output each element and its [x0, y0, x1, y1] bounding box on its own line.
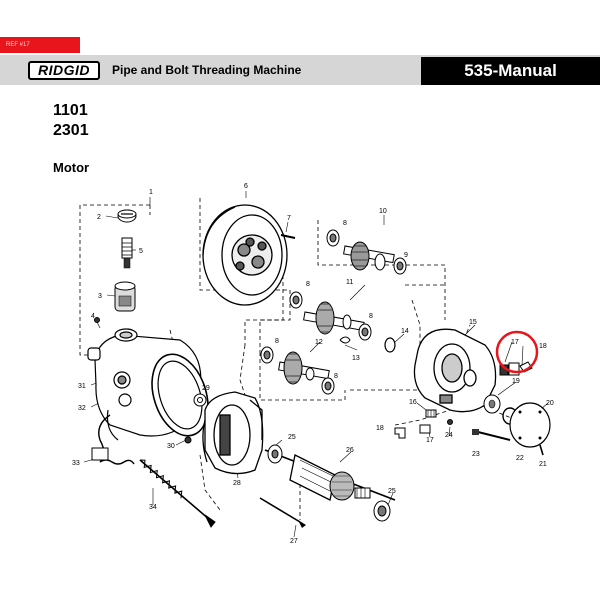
- highlight-circle: [495, 330, 539, 374]
- callout-1: 1: [149, 189, 153, 196]
- fitting-part-16: [425, 409, 437, 418]
- fitting-part-17b: [419, 424, 431, 434]
- callout-13: 13: [352, 355, 360, 362]
- callout-6: 6: [244, 183, 248, 190]
- callout-7: 7: [287, 215, 291, 222]
- callout-numbers: 1 2 3 4 5 6 7 8 8 8 8 8 9 10 11 12 13 14…: [72, 183, 554, 545]
- callout-10: 10: [379, 208, 387, 215]
- gear-assembly-10: [326, 229, 407, 275]
- callout-8a: 8: [343, 220, 347, 227]
- screw-part: [184, 436, 192, 444]
- motor-housing-part: [87, 328, 209, 441]
- callout-23: 23: [472, 451, 480, 458]
- screw-part: [539, 444, 544, 456]
- section-title: Motor: [53, 160, 90, 175]
- model-number-2: 2301: [53, 122, 89, 139]
- callout-8d: 8: [275, 338, 279, 345]
- field-casing-part: [202, 204, 288, 306]
- callout-24: 24: [445, 432, 453, 439]
- bearing-part: [373, 500, 391, 522]
- cover-plate-part: [509, 402, 551, 448]
- manual-label: 535-Manual: [421, 57, 600, 85]
- washer-part: [483, 394, 501, 414]
- callout-27: 27: [290, 538, 298, 545]
- callout-34: 34: [149, 504, 157, 511]
- callout-26: 26: [346, 447, 354, 454]
- callout-31: 31: [78, 383, 86, 390]
- callout-2: 2: [97, 214, 101, 221]
- callout-18a: 18: [539, 343, 547, 350]
- model-number-1: 1101: [53, 102, 88, 119]
- gear-assembly-11: [289, 291, 372, 341]
- callout-9: 9: [404, 252, 408, 259]
- screw-part: [94, 317, 100, 323]
- callout-17-highlighted: 17: [511, 339, 519, 346]
- brush-holder-part: [114, 281, 136, 312]
- pin-part: [280, 234, 296, 239]
- power-cord-part: [91, 414, 135, 465]
- nut-part: [193, 393, 207, 407]
- callout-29: 29: [202, 385, 210, 392]
- spring-shaft-part: [139, 459, 216, 528]
- callout-12: 12: [315, 339, 323, 346]
- callout-8b: 8: [306, 281, 310, 288]
- callout-5: 5: [139, 248, 143, 255]
- gear-housing-part: [413, 328, 497, 413]
- callout-28: 28: [233, 480, 241, 487]
- callout-3: 3: [98, 293, 102, 300]
- armature-part: [264, 444, 396, 501]
- callout-20: 20: [546, 400, 554, 407]
- bolt-part: [472, 429, 511, 441]
- retaining-ring-part: [384, 337, 396, 353]
- callout-14: 14: [401, 328, 409, 335]
- brush-spring-part: [121, 237, 133, 269]
- header-title: Pipe and Bolt Threading Machine: [112, 63, 302, 77]
- brush-cap-part: [117, 209, 137, 223]
- callout-33: 33: [72, 460, 80, 467]
- callout-8c: 8: [369, 313, 373, 320]
- callout-16: 16: [409, 399, 417, 406]
- gear-assembly-12: [260, 346, 335, 395]
- ref-tag: REF #17: [0, 37, 80, 53]
- elbow-fitting-18: [394, 427, 406, 439]
- field-coil-part: [202, 391, 264, 475]
- callout-22: 22: [516, 455, 524, 462]
- callout-4: 4: [91, 313, 95, 320]
- ridgid-logo: RIDGID: [28, 61, 100, 80]
- callout-18b: 18: [376, 425, 384, 432]
- callout-15: 15: [469, 319, 477, 326]
- callout-25a: 25: [288, 434, 296, 441]
- long-bolt-part: [259, 497, 306, 528]
- callout-17b: 17: [426, 437, 434, 444]
- callout-25b: 25: [388, 488, 396, 495]
- clip-part: [339, 336, 351, 344]
- callout-21: 21: [539, 461, 547, 468]
- pin-part: [447, 419, 453, 425]
- callout-19: 19: [512, 378, 520, 385]
- callout-32: 32: [78, 405, 86, 412]
- callout-30: 30: [167, 443, 175, 450]
- callout-8e: 8: [334, 373, 338, 380]
- callout-11: 11: [346, 279, 353, 286]
